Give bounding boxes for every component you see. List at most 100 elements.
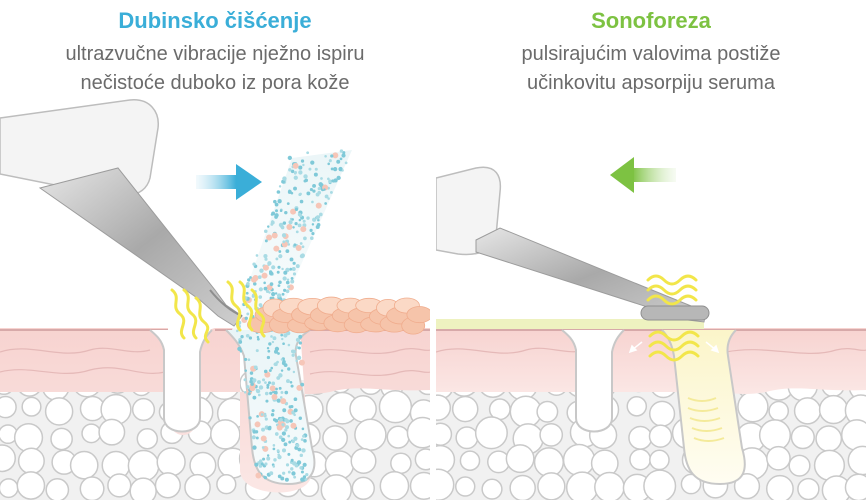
spray-particle bbox=[291, 439, 295, 444]
spray-particle bbox=[252, 429, 257, 434]
spray-particle bbox=[299, 453, 304, 458]
deep-cleansing-title: Dubinsko čišćenje bbox=[118, 8, 312, 33]
spray-particle bbox=[304, 478, 308, 482]
spray-particle bbox=[311, 232, 315, 236]
spray-particle bbox=[296, 460, 302, 465]
spray-particle bbox=[270, 220, 275, 225]
spray-particle bbox=[280, 390, 284, 394]
spray-particle bbox=[300, 159, 305, 163]
spray-particle bbox=[315, 192, 320, 197]
spray-particle bbox=[279, 209, 283, 212]
spray-particle bbox=[264, 381, 267, 384]
spray-particle bbox=[255, 254, 259, 257]
spray-particle bbox=[291, 266, 296, 271]
fat-cell bbox=[131, 397, 156, 422]
spray-particle bbox=[243, 378, 247, 382]
spray-particle bbox=[267, 349, 271, 353]
spray-particle bbox=[273, 199, 277, 204]
spray-particle bbox=[256, 335, 260, 339]
spray-particle bbox=[249, 371, 254, 375]
spray-particle bbox=[298, 218, 302, 222]
spray-particle bbox=[303, 179, 307, 183]
sonophoresis-subtitle: pulsirajućim valovima postiže učinkovitu… bbox=[436, 40, 866, 98]
spray-particle bbox=[278, 386, 282, 390]
fat-cell bbox=[797, 477, 820, 500]
spray-particle bbox=[311, 200, 314, 204]
spray-particle bbox=[308, 167, 312, 171]
fat-cell bbox=[189, 451, 217, 479]
spray-particle bbox=[273, 245, 280, 252]
spray-particle bbox=[331, 179, 335, 183]
spray-particle bbox=[256, 380, 261, 384]
deep-cleansing-subtitle-line-2: nečistoće duboko iz pora kože bbox=[80, 72, 350, 94]
fat-cell bbox=[629, 448, 652, 471]
spray-particle bbox=[290, 467, 294, 471]
spray-particle bbox=[273, 458, 277, 462]
spray-particle bbox=[274, 202, 279, 207]
fat-cell bbox=[562, 443, 596, 477]
spray-particle bbox=[271, 340, 275, 344]
spray-particle bbox=[280, 369, 284, 372]
spray-particle bbox=[293, 243, 297, 247]
spray-particle bbox=[282, 408, 287, 413]
fat-cell bbox=[565, 471, 599, 500]
spray-particle bbox=[282, 471, 286, 475]
spray-particle bbox=[268, 270, 273, 274]
spray-particle bbox=[281, 292, 285, 296]
spray-particle bbox=[260, 462, 264, 466]
spray-particle bbox=[290, 422, 297, 429]
spray-particle bbox=[266, 454, 270, 457]
spray-particle bbox=[285, 289, 290, 294]
spray-particle bbox=[299, 199, 304, 204]
spray-particle bbox=[310, 236, 314, 240]
spray-particle bbox=[289, 267, 293, 271]
spray-particle bbox=[258, 459, 263, 463]
spray-particle bbox=[252, 262, 256, 266]
spray-particle bbox=[267, 225, 270, 228]
fat-cell bbox=[509, 474, 536, 500]
spray-particle bbox=[249, 276, 252, 279]
spray-particle bbox=[247, 278, 251, 282]
sonophoresis-title: Sonoforeza bbox=[591, 8, 711, 33]
fat-cell bbox=[790, 425, 815, 450]
spray-particle bbox=[271, 265, 276, 270]
fat-cell bbox=[13, 423, 44, 453]
spray-particle bbox=[255, 389, 261, 394]
pulse-direction-arrows bbox=[628, 341, 720, 354]
skin-layer bbox=[436, 328, 866, 394]
spray-particle bbox=[277, 453, 281, 456]
spray-particle bbox=[336, 159, 341, 164]
fat-cell bbox=[351, 476, 375, 500]
spray-particle bbox=[327, 197, 330, 200]
spray-particle bbox=[245, 333, 250, 338]
spray-particle bbox=[295, 264, 300, 269]
spray-particle bbox=[267, 426, 272, 431]
arrow-right-icon bbox=[196, 164, 262, 200]
spray-particle bbox=[279, 396, 283, 399]
skin-layer bbox=[0, 328, 430, 493]
fat-cell bbox=[537, 472, 566, 500]
fat-cell bbox=[459, 450, 481, 472]
spray-particle bbox=[255, 349, 259, 353]
spray-particle bbox=[333, 167, 338, 172]
spray-particle bbox=[243, 390, 247, 394]
spray-particle bbox=[323, 188, 326, 191]
fat-cell bbox=[320, 474, 352, 500]
fat-cell bbox=[643, 469, 677, 500]
spray-particle bbox=[278, 185, 282, 188]
spray-particle bbox=[299, 214, 303, 218]
spray-particle bbox=[312, 189, 316, 193]
spray-particle bbox=[263, 281, 266, 285]
fat-cell bbox=[594, 471, 625, 500]
spray-particle bbox=[287, 343, 291, 347]
spray-particle bbox=[281, 361, 286, 366]
spray-particle bbox=[295, 359, 298, 363]
vibration-waves-left bbox=[170, 280, 266, 344]
spray-particle bbox=[285, 419, 290, 424]
fat-cell bbox=[436, 468, 455, 500]
spray-particle bbox=[272, 447, 276, 451]
fat-cell bbox=[379, 470, 410, 500]
spray-particle bbox=[270, 213, 274, 216]
spray-particle bbox=[287, 155, 292, 161]
spray-particle bbox=[305, 472, 309, 477]
